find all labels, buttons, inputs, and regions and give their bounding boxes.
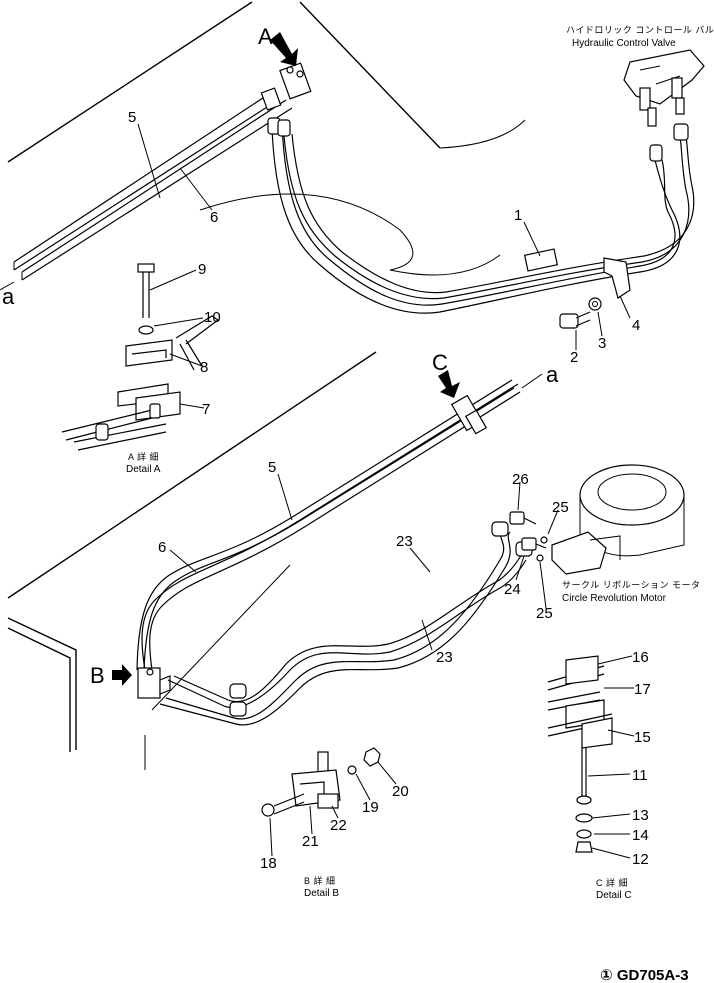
callout-25-top: 25 [552, 499, 569, 516]
drawing-id: ① GD705A-3 [600, 967, 689, 983]
hose-1 [267, 117, 695, 314]
detail-c-label: Detail C [596, 890, 632, 901]
detail-b-jp-label: B 詳 細 [304, 875, 336, 886]
arrow-a-icon [270, 32, 298, 66]
callout-5-bottom: 5 [268, 459, 276, 476]
clamp-c [450, 394, 488, 435]
hydraulic-control-valve-label: Hydraulic Control Valve [572, 38, 676, 49]
callout-20: 20 [392, 783, 409, 800]
lower-pipes-5-6 [136, 379, 521, 671]
view-arrows [112, 32, 460, 686]
detail-c-jp-label: C 詳 細 [596, 877, 628, 888]
circle-revolution-motor-jp-label: サークル リボルーション モータ [562, 580, 701, 590]
callout-1: 1 [514, 207, 522, 224]
callout-view-c: C [432, 350, 448, 375]
callout-10: 10 [204, 309, 221, 326]
component-labels: ハイドロリック コントロール バルブ Hydraulic Control Val… [126, 24, 714, 983]
circle-revolution-motor [551, 464, 685, 575]
callout-24: 24 [504, 581, 521, 598]
callout-11: 11 [632, 767, 648, 784]
callout-26: 26 [512, 471, 529, 488]
callout-19: 19 [362, 799, 379, 816]
callout-21: 21 [302, 833, 319, 850]
detail-b-label: Detail B [304, 888, 339, 899]
callout-view-a: A [258, 24, 273, 49]
fittings-24-25-26 [509, 511, 548, 562]
leader-lines [0, 123, 635, 859]
clamp-a [260, 62, 312, 111]
callout-22: 22 [330, 817, 347, 834]
callout-14: 14 [632, 827, 649, 844]
detail-a-jp-label: A 詳 細 [128, 451, 159, 462]
callouts: A C B a a 5 6 1 2 3 4 9 10 8 7 5 6 23 23… [2, 24, 651, 872]
hydraulic-control-valve-jp-label: ハイドロリック コントロール バルブ [566, 24, 714, 35]
callout-4: 4 [632, 317, 640, 334]
detail-c-parts [547, 655, 613, 853]
callout-23-bottom: 23 [436, 649, 453, 666]
callout-13: 13 [632, 807, 649, 824]
upper-frame-outline [7, 1, 526, 276]
hoses-23 [159, 521, 533, 726]
circle-revolution-motor-label: Circle Revolution Motor [562, 593, 667, 604]
callout-25-bottom: 25 [536, 605, 553, 622]
callout-7: 7 [202, 401, 210, 418]
callout-9: 9 [198, 261, 206, 278]
callout-8: 8 [200, 359, 208, 376]
hydraulic-control-valve [623, 49, 705, 127]
callout-3: 3 [598, 335, 606, 352]
callout-a-mid: a [546, 362, 559, 387]
callout-15: 15 [634, 729, 651, 746]
detail-b-parts [261, 747, 381, 817]
callout-6-top: 6 [210, 209, 218, 226]
upper-pipes-5-6 [13, 91, 293, 281]
callout-view-b: B [90, 663, 105, 688]
callout-2: 2 [570, 349, 578, 366]
detail-a-label: Detail A [126, 464, 161, 475]
arrow-b-icon [112, 664, 132, 686]
clamp-b [137, 667, 171, 699]
bracket-4-bolt-2-washer-3 [559, 257, 631, 329]
callout-23-top: 23 [396, 533, 413, 550]
callout-6-bottom: 6 [158, 539, 166, 556]
detail-a-parts [61, 263, 220, 451]
callout-17: 17 [634, 681, 651, 698]
callout-12: 12 [632, 851, 649, 868]
callout-a-top: a [2, 284, 15, 309]
arrow-c-icon [438, 370, 460, 398]
callout-18: 18 [260, 855, 277, 872]
lower-frame-outline [7, 351, 377, 770]
callout-5-top: 5 [128, 109, 136, 126]
callout-16: 16 [632, 649, 649, 666]
